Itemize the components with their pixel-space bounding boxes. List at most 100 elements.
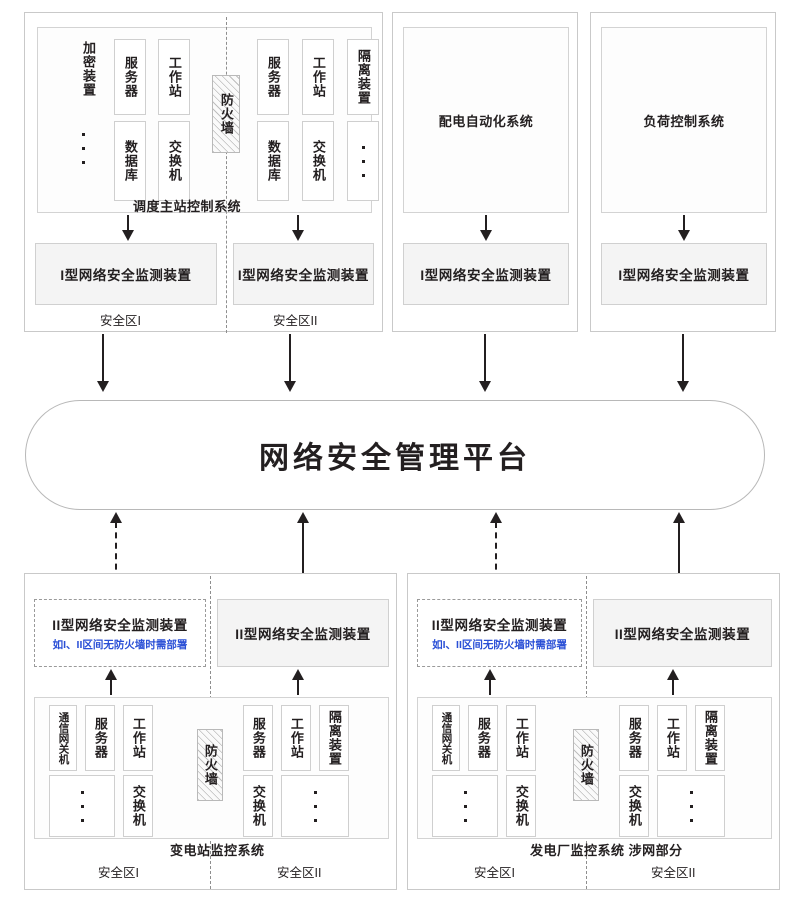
- node-label: 交换机: [626, 785, 642, 827]
- node-label: 通信网关机: [57, 711, 70, 765]
- arrow-powerplant-zone2-system-to-device: [666, 669, 680, 695]
- arrow-substation-zone2-to-platform: [296, 512, 310, 580]
- zone-label-powerplant-1: 安全区I: [474, 866, 515, 880]
- device-label: II型网络安全监测装置: [431, 618, 568, 633]
- node-switch-pp-zone2: 交换机: [619, 775, 649, 837]
- zone-label-dispatch-2: 安全区II: [273, 314, 318, 328]
- device-type2-powerplant-zone1[interactable]: II型网络安全监测装置 如I、II区间无防火墙时需部署: [417, 599, 582, 667]
- section-load: 负荷控制系统 I型网络安全监测装置: [590, 12, 776, 332]
- device-label: II型网络安全监测装置: [235, 627, 371, 642]
- node-server-sub-zone1: 服务器: [85, 705, 115, 771]
- device-note: 如I、II区间无防火墙时需部署: [52, 639, 188, 651]
- node-label: 隔离装置: [702, 710, 718, 766]
- device-type1-dispatch-zone1: I型网络安全监测装置: [35, 243, 217, 305]
- dispatch-zone-divider: [226, 17, 227, 333]
- arrow-load-to-device: [677, 215, 691, 241]
- node-label: 工作站: [166, 56, 182, 98]
- firewall-dispatch: 防火墙: [212, 75, 240, 153]
- node-label: 交换机: [310, 140, 326, 182]
- arrow-distribution-to-device: [479, 215, 493, 241]
- node-server-zone2: 服务器: [257, 39, 289, 115]
- node-switch-pp-zone1: 交换机: [506, 775, 536, 837]
- substation-system-name: 变电站监控系统: [170, 843, 265, 858]
- node-label: 交换机: [166, 140, 182, 182]
- node-server-pp-zone1: 服务器: [468, 705, 498, 771]
- node-isolation-sub-zone2: 隔离装置: [319, 705, 349, 771]
- section-substation: II型网络安全监测装置 如I、II区间无防火墙时需部署 II型网络安全监测装置 …: [24, 573, 397, 890]
- arrow-dispatch1-to-platform: [96, 334, 110, 392]
- device-type2-substation-zone2[interactable]: II型网络安全监测装置: [217, 599, 389, 667]
- node-label: 工作站: [288, 717, 304, 759]
- node-gateway-pp-zone1: 通信网关机: [432, 705, 460, 771]
- node-label: 交换机: [130, 785, 146, 827]
- distribution-system-name: 配电自动化系统: [438, 113, 534, 129]
- node-label: 交换机: [513, 785, 529, 827]
- arrow-powerplant-zone1-to-platform: [489, 512, 503, 580]
- node-database-zone1: 数据库: [114, 121, 146, 201]
- node-switch-sub-zone2: 交换机: [243, 775, 273, 837]
- node-switch-sub-zone1: 交换机: [123, 775, 153, 837]
- node-label: 交换机: [250, 785, 266, 827]
- node-server-zone1: 服务器: [114, 39, 146, 115]
- node-label: 工作站: [310, 56, 326, 98]
- firewall-powerplant: 防火墙: [573, 729, 599, 801]
- node-label: 通信网关机: [440, 711, 453, 765]
- arrow-dispatch2-to-platform: [283, 334, 297, 392]
- section-dispatch: 加密装置 服务器 工作站 数据库 交换机 防火墙 服务器 工作站 隔离装置 数据…: [24, 12, 383, 333]
- device-label: I型网络安全监测装置: [237, 268, 370, 283]
- arrow-distribution-to-platform: [478, 334, 492, 392]
- firewall-label: 防火墙: [202, 744, 218, 786]
- platform-label: 网络安全管理平台: [259, 442, 531, 475]
- node-label: 数据库: [122, 140, 138, 182]
- node-ellipsis-sub-zone1: [49, 775, 115, 837]
- node-isolation-pp-zone2: 隔离装置: [695, 705, 725, 771]
- powerplant-system-name: 发电厂监控系统 涉网部分: [530, 843, 683, 858]
- device-label: II型网络安全监测装置: [614, 627, 751, 642]
- node-workstation-pp-zone2: 工作站: [657, 705, 687, 771]
- node-workstation-zone2: 工作站: [302, 39, 334, 115]
- node-label: 数据库: [265, 140, 281, 182]
- node-label: 隔离装置: [355, 49, 371, 105]
- node-label: 服务器: [250, 717, 266, 759]
- device-type2-substation-zone1[interactable]: II型网络安全监测装置 如I、II区间无防火墙时需部署: [34, 599, 206, 667]
- node-ellipsis-zone2: [347, 121, 379, 201]
- load-system-name: 负荷控制系统: [643, 113, 725, 129]
- node-server-pp-zone2: 服务器: [619, 705, 649, 771]
- node-label: 工作站: [664, 717, 680, 759]
- firewall-label: 防火墙: [218, 93, 234, 135]
- device-label: I型网络安全监测装置: [420, 268, 552, 283]
- node-label: 服务器: [92, 717, 108, 759]
- zone-label-dispatch-1: 安全区I: [100, 314, 141, 328]
- zone-label-powerplant-2: 安全区II: [651, 866, 696, 880]
- device-type1-distribution: I型网络安全监测装置: [403, 243, 569, 305]
- node-server-sub-zone2: 服务器: [243, 705, 273, 771]
- arrow-substation-zone1-to-platform: [109, 512, 123, 580]
- node-database-zone2: 数据库: [257, 121, 289, 201]
- zone-label-substation-1: 安全区I: [98, 866, 139, 880]
- device-label: I型网络安全监测装置: [60, 268, 192, 283]
- dispatch-system-name: 调度主站控制系统: [133, 199, 242, 214]
- node-ellipsis-pp-zone2: [657, 775, 725, 837]
- node-switch-zone1: 交换机: [158, 121, 190, 201]
- firewall-label: 防火墙: [578, 744, 594, 786]
- device-label: I型网络安全监测装置: [618, 268, 750, 283]
- arrow-substation-zone2-system-to-device: [291, 669, 305, 695]
- network-security-management-platform[interactable]: 网络安全管理平台: [25, 400, 765, 510]
- node-ellipsis-pp-zone1: [432, 775, 498, 837]
- section-distribution: 配电自动化系统 I型网络安全监测装置: [392, 12, 578, 332]
- device-note: 如I、II区间无防火墙时需部署: [432, 639, 567, 651]
- node-switch-zone2: 交换机: [302, 121, 334, 201]
- node-isolation-zone2: 隔离装置: [347, 39, 379, 115]
- device-type2-powerplant-zone2[interactable]: II型网络安全监测装置: [593, 599, 772, 667]
- arrow-substation-zone1-system-to-device: [104, 669, 118, 695]
- node-encryption-label: 加密装置: [81, 41, 96, 97]
- device-type1-load: I型网络安全监测装置: [601, 243, 767, 305]
- section-powerplant: II型网络安全监测装置 如I、II区间无防火墙时需部署 II型网络安全监测装置 …: [407, 573, 780, 890]
- node-workstation-pp-zone1: 工作站: [506, 705, 536, 771]
- node-label: 服务器: [265, 56, 281, 98]
- device-label: II型网络安全监测装置: [52, 618, 188, 633]
- arrow-powerplant-zone2-to-platform: [672, 512, 686, 580]
- node-label: 服务器: [122, 56, 138, 98]
- arrow-powerplant-zone1-system-to-device: [483, 669, 497, 695]
